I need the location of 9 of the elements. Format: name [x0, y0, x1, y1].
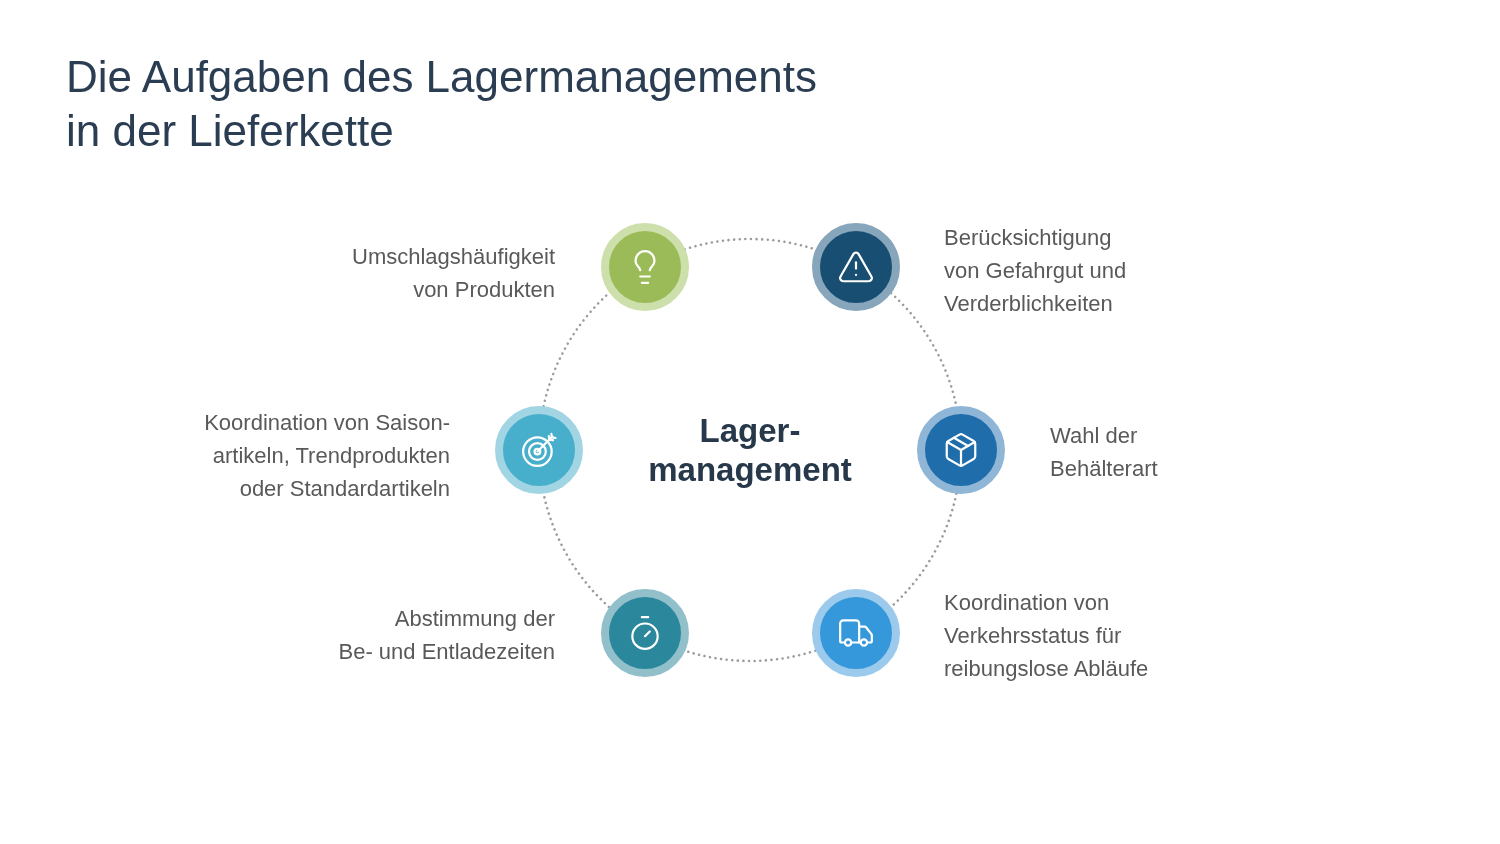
task-caption: Berücksichtigung von Gefahrgut und Verderblichkeiten: [944, 223, 1127, 318]
center-heading: Lager- management: [648, 411, 852, 489]
task-caption: Wahl der Behälterart: [1050, 422, 1158, 483]
slide-title: Die Aufgaben des Lagermanagements in der Lieferkette: [66, 51, 817, 157]
task-caption: Abstimmung der Be- und Entladezeiten: [338, 605, 555, 666]
task-caption: Koordination von Verkehrsstatus für reibungslose Abläufe: [944, 588, 1149, 683]
dotted-arc-connector: [889, 492, 958, 609]
task-caption: Umschlagshäufigkeit von Produkten: [352, 243, 555, 304]
task-caption: Koordination von Saison- artikeln, Trendprodukten oder Standardartikeln: [204, 408, 450, 503]
